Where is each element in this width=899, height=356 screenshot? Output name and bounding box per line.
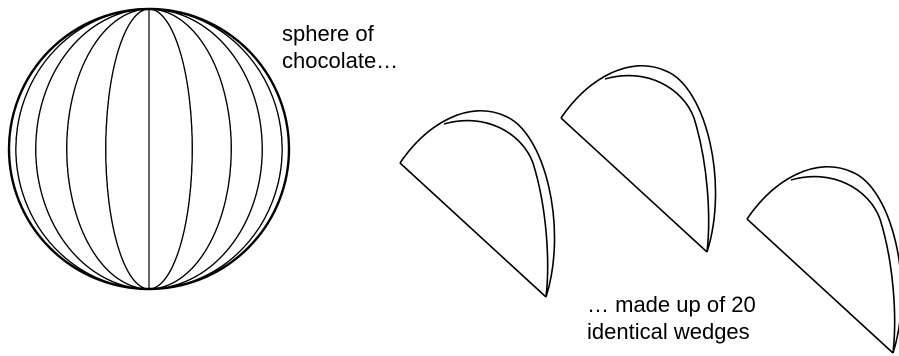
wedges-caption-line-1: … made up of 20 bbox=[587, 291, 756, 318]
chocolate-wedge-3 bbox=[747, 167, 899, 353]
wedges-caption-line-2: identical wedges bbox=[587, 318, 756, 345]
sphere-caption: sphere of chocolate… bbox=[282, 20, 398, 74]
sphere-caption-line-2: chocolate… bbox=[282, 47, 398, 74]
chocolate-sphere bbox=[9, 9, 289, 289]
sphere-meridian-lines bbox=[16, 9, 282, 289]
chocolate-wedge-2 bbox=[561, 66, 716, 252]
sphere-caption-line-1: sphere of bbox=[282, 20, 398, 47]
chocolate-wedge-1 bbox=[400, 111, 555, 297]
wedges-caption: … made up of 20 identical wedges bbox=[587, 291, 756, 345]
